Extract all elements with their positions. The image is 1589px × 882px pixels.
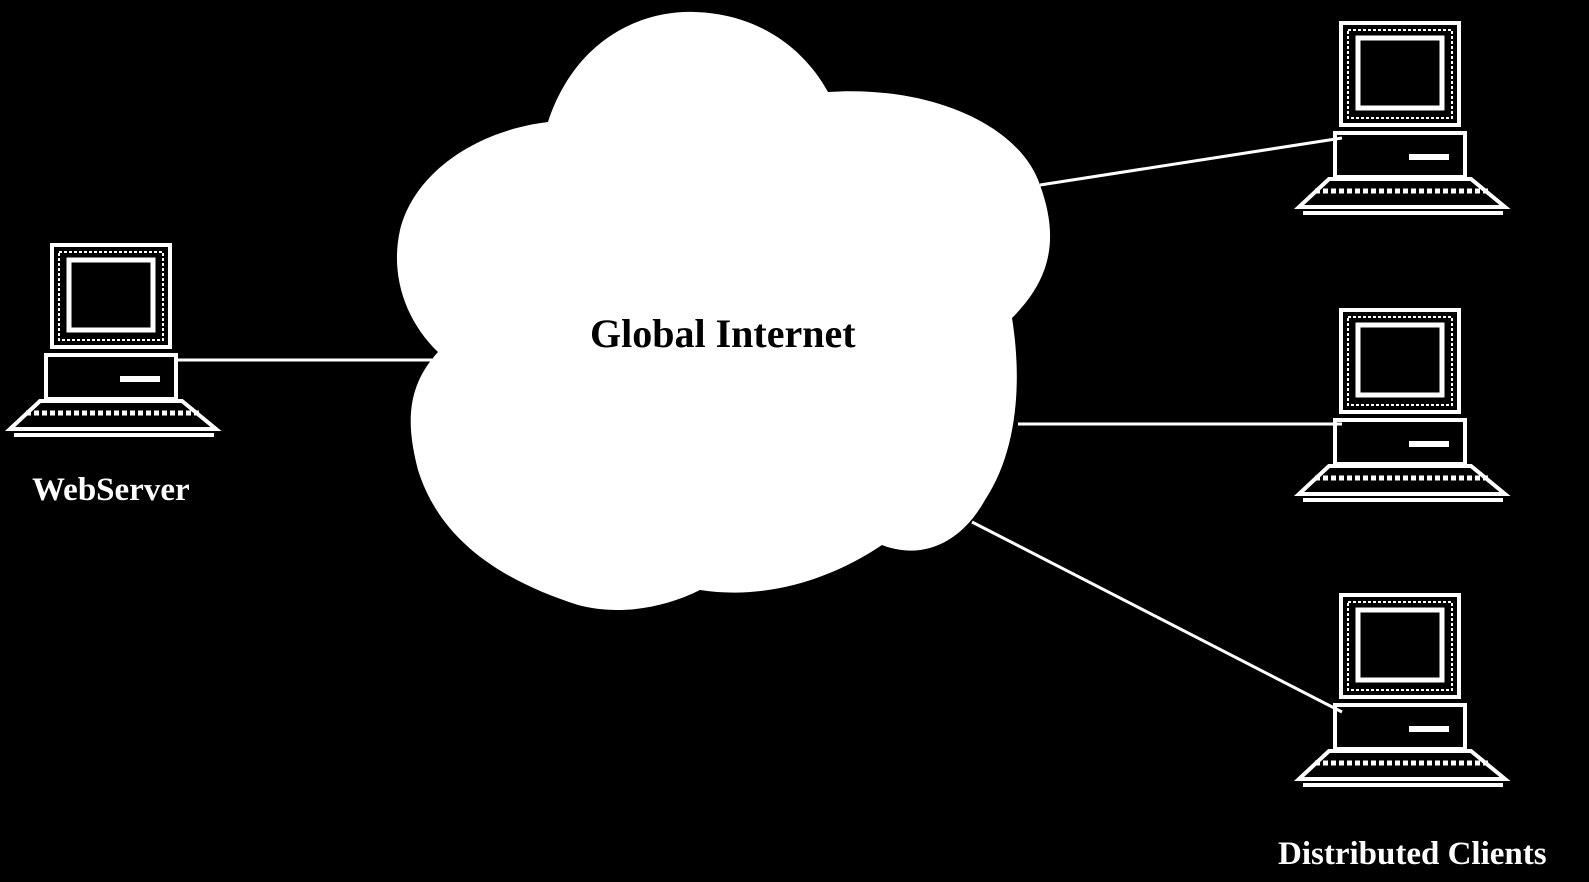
client-computer-icon-2: [1299, 310, 1505, 500]
client-computer-icon-3: [1299, 595, 1505, 785]
clients-label: Distributed Clients: [1278, 836, 1547, 872]
server-computer-icon: [10, 245, 216, 435]
server-label: WebServer: [32, 472, 190, 508]
client-computer-icon-1: [1299, 23, 1505, 213]
cloud-icon: [396, 11, 1051, 610]
cloud-label: Global Internet: [590, 311, 856, 356]
link-cloud-client-1: [1039, 136, 1343, 187]
link-cloud-client-3: [971, 520, 1343, 714]
